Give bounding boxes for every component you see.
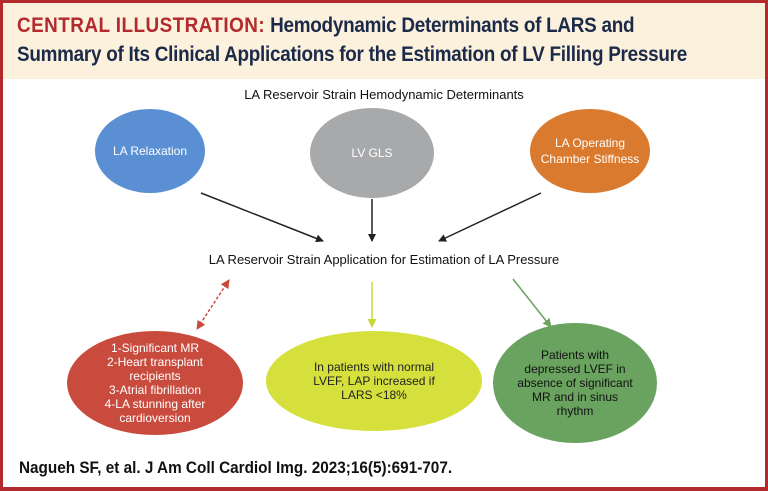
- header-band: CENTRAL ILLUSTRATION: Hemodynamic Determ…: [3, 3, 765, 79]
- node-text-line: depressed LVEF in: [524, 362, 625, 376]
- la-stiffness-label-1: LA Operating: [555, 136, 625, 150]
- limitations-node: [67, 331, 243, 435]
- lv-gls-node: [310, 108, 434, 198]
- node-text-line: rhythm: [557, 404, 594, 418]
- node-text-line: Patients with: [541, 348, 609, 362]
- node-text-line: In patients with normal: [314, 360, 434, 374]
- limitations-text: 1-Significant MR2-Heart transplantrecipi…: [105, 341, 206, 425]
- lv-gls-label: LV GLS: [351, 146, 392, 160]
- node-text-line: LARS <18%: [341, 388, 407, 402]
- page-title: CENTRAL ILLUSTRATION: Hemodynamic Determ…: [17, 11, 687, 69]
- title-line-2: Summary of Its Clinical Applications for…: [17, 43, 687, 66]
- node-text-line: LVEF, LAP increased if: [313, 374, 435, 388]
- node-text-line: MR and in sinus: [532, 390, 618, 404]
- diagram: LA Relaxation LV GLS LA Operating Chambe…: [67, 87, 657, 443]
- la-stiffness-label-2: Chamber Stiffness: [541, 152, 640, 166]
- title-line-1: Hemodynamic Determinants of LARS and: [270, 14, 635, 37]
- node-text-line: cardioversion: [119, 411, 190, 425]
- normal-lvef-node: [266, 331, 482, 431]
- node-text-line: 4-LA stunning after: [105, 397, 206, 411]
- node-text-line: 3-Atrial fibrillation: [109, 383, 201, 397]
- node-text-line: absence of significant: [517, 376, 633, 390]
- title-lead: CENTRAL ILLUSTRATION:: [17, 14, 266, 37]
- node-text-line: recipients: [129, 369, 180, 383]
- arrow-depressed-lvef: [512, 278, 552, 328]
- la-relaxation-label: LA Relaxation: [113, 144, 187, 158]
- citation: Nagueh SF, et al. J Am Coll Cardiol Img.…: [19, 458, 453, 477]
- determinants-heading: LA Reservoir Strain Hemodynamic Determin…: [244, 87, 524, 102]
- node-text-line: 2-Heart transplant: [107, 355, 204, 369]
- la-stiffness-node: [530, 109, 650, 193]
- depressed-lvef-node: [493, 323, 657, 443]
- node-text-line: 1-Significant MR: [111, 341, 199, 355]
- arrow-stiffness: [438, 192, 542, 242]
- la-relaxation-node: [95, 109, 205, 193]
- arrow-relaxation: [200, 192, 324, 243]
- arrow-limitations: [196, 279, 230, 330]
- application-heading: LA Reservoir Strain Application for Esti…: [209, 252, 559, 267]
